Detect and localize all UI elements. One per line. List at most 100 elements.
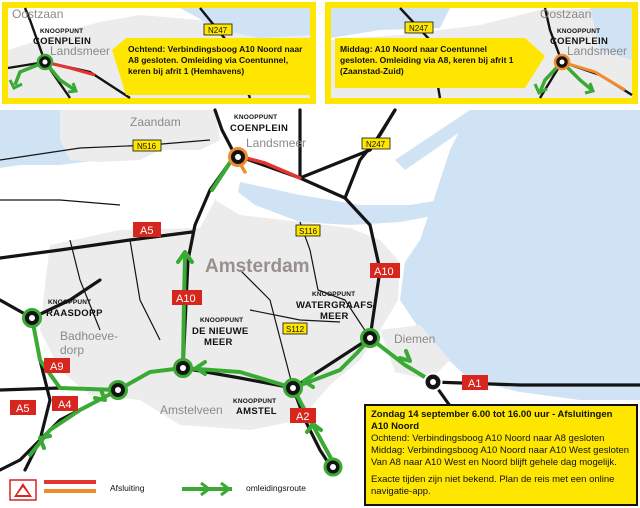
shield-a4-text: A4 [58, 399, 71, 411]
shield-a10-east-text: A10 [374, 266, 394, 278]
inset-left-oostzaan: Oostzaan [12, 7, 63, 21]
urban-amsterdam [40, 200, 400, 430]
inset-left-closure [44, 60, 96, 77]
inset-left-junction-inner [42, 59, 48, 65]
road-a2 [291, 386, 335, 472]
detour-a10-south [181, 366, 295, 390]
inset-right-detour-2 [560, 60, 594, 92]
road-s112 [249, 309, 341, 323]
inset-right-landsmeer: Landsmeer [567, 44, 627, 58]
shield-a2 [290, 408, 316, 423]
info-box-title: Zondag 14 september 6.00 tot 16.00 uur -… [371, 409, 613, 432]
info-box-line-3: Van A8 naar A10 West en Noord blijft geh… [371, 457, 617, 468]
inset-left-arrow-1 [8, 79, 23, 91]
legend-symbols [9, 479, 232, 501]
motorway-shields: A5 A10 A10 A9 A4 A5 A2 A1 [10, 222, 488, 423]
arrow-right-a1 [398, 349, 412, 363]
city-label: Amsterdam [205, 256, 310, 277]
shield-a5-top [133, 222, 161, 237]
kp-amstel-prefix: KNOOPPUNT [233, 398, 276, 405]
inset-right-junction-inner [559, 59, 565, 65]
road-n516 [0, 139, 211, 161]
road-local-1 [69, 239, 101, 331]
detour-a9-west [30, 316, 120, 392]
junction-a2-south-inner [330, 464, 336, 470]
inset-right-road-a8 [543, 7, 564, 63]
inset-left-water [180, 8, 310, 38]
road-local-4 [0, 199, 121, 206]
shield-n516 [132, 139, 162, 152]
inset-left-road-a8 [23, 7, 47, 63]
junction-nieuwe-meer-inner [180, 365, 186, 371]
shield-a1 [462, 375, 488, 390]
inset-right-arrow-1 [533, 83, 548, 96]
shield-s112-text: S112 [286, 325, 305, 334]
road-local-5 [317, 289, 371, 339]
road-a8-north [213, 108, 237, 157]
urban-diemen [380, 325, 450, 380]
town-landsmeer: Landsmeer [246, 136, 306, 150]
water-ij [238, 182, 440, 225]
shield-a9-text: A9 [50, 361, 63, 373]
inset-right-oostzaan: Oostzaan [540, 7, 591, 21]
inset-left-kp-name: COENPLEIN [33, 36, 91, 47]
shield-a5-top-text: A5 [140, 225, 153, 237]
water-markermeer [400, 110, 640, 400]
town-badhoevedorp-2: dorp [60, 343, 84, 357]
urban-zaandam [60, 110, 220, 162]
town-badhoevedorp-1: Badhoeve- [60, 329, 118, 343]
shield-n516-text: N516 [137, 142, 157, 151]
info-box-note: Exacte tijden zijn niet bekend. Plan de … [371, 474, 615, 497]
shield-n247 [361, 137, 391, 150]
kp-raasdorp-prefix: KNOOPPUNT [48, 299, 91, 306]
road-local-2 [129, 239, 161, 341]
inset-left-detour-1 [13, 60, 46, 86]
town-amstelveen: Amstelveen [160, 403, 223, 417]
kp-nieuwe-meer-prefix: KNOOPPUNT [200, 317, 243, 324]
junction-amstel-inner [290, 385, 296, 391]
inset-left-shield-n247-text: N247 [208, 26, 228, 35]
water-canal [395, 110, 480, 170]
junction-markers [22, 147, 443, 477]
junction-diemen-inner [430, 379, 436, 385]
legend-closure-label: Afsluiting [110, 483, 145, 493]
info-box-line-2: Middag: Verbindingsboog A10 Noord naar A… [371, 445, 630, 456]
junction-watergraafsmeer-inner [367, 335, 373, 341]
detour-a1 [368, 336, 435, 384]
kp-coenplein-name: COENPLEIN [230, 123, 288, 134]
junction-raasdorp-inner [29, 315, 35, 321]
detour-a10-west [181, 253, 187, 367]
shield-a10-west [172, 290, 202, 305]
town-diemen: Diemen [394, 332, 435, 346]
inset-right-callout: Middag: A10 Noord naar Coentunnel geslot… [340, 44, 526, 77]
road-n247 [298, 108, 397, 180]
kp-nieuwe-meer-name-2: MEER [204, 337, 233, 348]
junction-a4-a9-inner [115, 387, 121, 393]
road-shields: N516 N247 S116 S112 [132, 137, 391, 335]
shield-a10-west-text: A10 [176, 293, 196, 305]
town-zaandam: Zaandam [130, 115, 181, 129]
inset-right-closure [561, 60, 626, 92]
shield-s116-text: S116 [299, 227, 318, 236]
shield-a2-text: A2 [296, 411, 309, 423]
junction-coenplein-inner [235, 154, 241, 160]
inset-right-detour-1 [538, 60, 564, 93]
legend-detour-arrow-1 [200, 481, 212, 497]
shield-s112 [282, 322, 308, 335]
kp-amstel-name: AMSTEL [236, 406, 277, 417]
road-a10-south [181, 336, 372, 390]
shield-n247-text: N247 [366, 140, 386, 149]
arrow-up-a2 [305, 422, 323, 434]
inset-right-arrow-2 [584, 82, 595, 95]
inset-left-landsmeer: Landsmeer [50, 44, 110, 58]
shield-a1-text: A1 [468, 378, 481, 390]
shield-a4 [52, 396, 78, 411]
road-raasdorp-west [0, 278, 102, 320]
inset-left-arrow-2 [67, 82, 79, 94]
kp-watergraafsmeer-prefix: KNOOPPUNT [312, 291, 355, 298]
kp-nieuwe-meer-name-1: DE NIEUWE [192, 326, 249, 337]
inset-right-kp-prefix: KNOOPPUNT [557, 28, 600, 35]
info-box-line-1: Ochtend: Verbindingsboog A10 Noord naar … [371, 433, 605, 444]
inset-right-water [331, 8, 450, 38]
